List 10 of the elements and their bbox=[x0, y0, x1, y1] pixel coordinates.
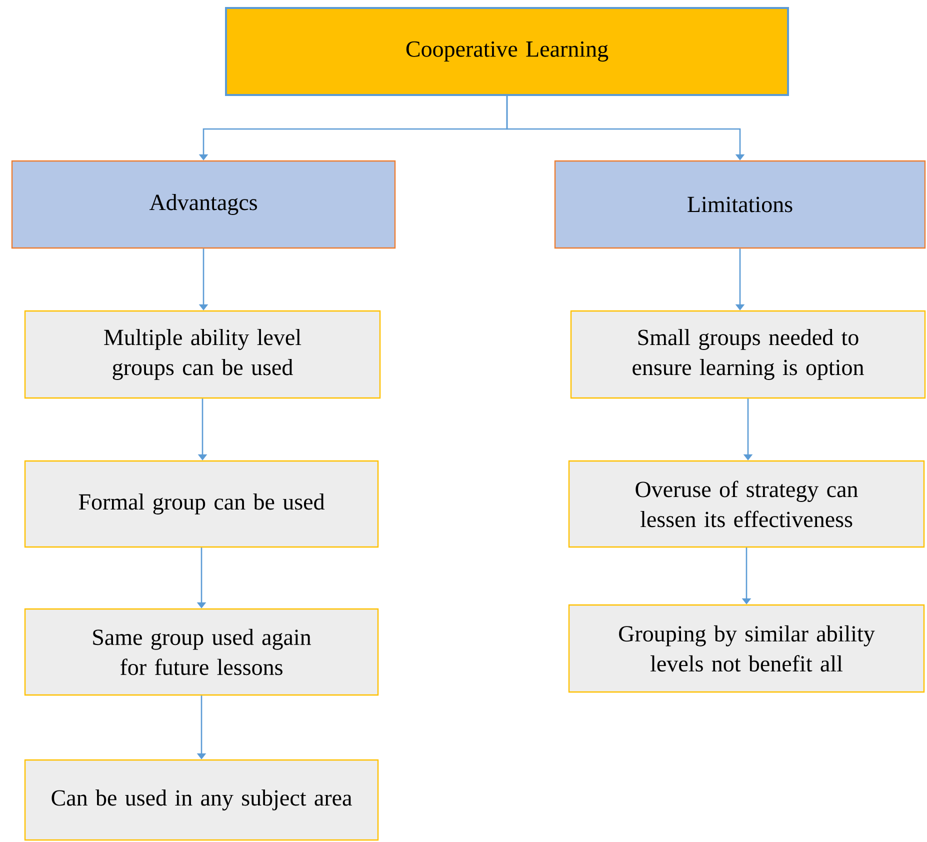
item-box: Small groups needed to ensure learning is option bbox=[570, 310, 926, 399]
item-box: Overuse of strategy can lessen its effectiveness bbox=[568, 460, 925, 548]
category-box: Advantagcs bbox=[11, 160, 396, 249]
item-box: Formal group can be used bbox=[24, 460, 379, 548]
title-box: Cooperative Learning bbox=[225, 7, 789, 96]
item-box: Multiple ability level groups can be used bbox=[24, 310, 381, 399]
item-box: Can be used in any subject area bbox=[24, 759, 379, 841]
item-box: Same group used again for future lessons bbox=[24, 608, 379, 696]
category-box: Limitations bbox=[554, 160, 926, 249]
item-box: Grouping by similar ability levels not benefit all bbox=[568, 604, 925, 693]
